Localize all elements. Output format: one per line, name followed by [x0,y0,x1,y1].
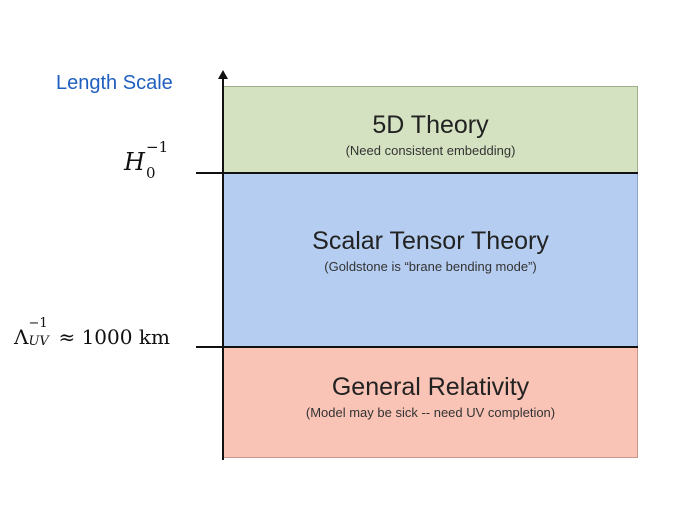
uv-relation: ≈ 1000 km [58,325,170,349]
hubble-superscript: −1 [146,138,169,156]
lambda-superscript: −1 [28,316,48,331]
lambda-subscript: UV [28,334,49,349]
band-title: 5D Theory [372,111,489,139]
vertical-axis [222,76,224,460]
band-scalar-tensor-theory: Scalar Tensor Theory (Goldstone is “bran… [224,173,638,347]
boundary-line-hubble [196,172,638,174]
band-title: Scalar Tensor Theory [312,227,549,255]
band-subtitle: (Model may be sick -- need UV completion… [305,405,556,420]
band-5d-theory: 5D Theory (Need consistent embedding) [224,86,638,173]
lambda-symbol: Λ [14,325,29,349]
band-general-relativity: General Relativity (Model may be sick --… [224,347,638,458]
band-subtitle: (Need consistent embedding) [345,143,516,158]
axis-arrow-head [218,70,228,79]
boundary-label-hubble: H −1 0 [124,138,168,182]
boundary-line-uv-cutoff [196,346,638,348]
hubble-subscript: 0 [146,164,156,182]
band-subtitle: (Goldstone is “brane bending mode”) [324,259,537,274]
hubble-symbol: H [124,148,145,176]
band-title: General Relativity [331,373,530,401]
axis-title: Length Scale [56,72,173,94]
